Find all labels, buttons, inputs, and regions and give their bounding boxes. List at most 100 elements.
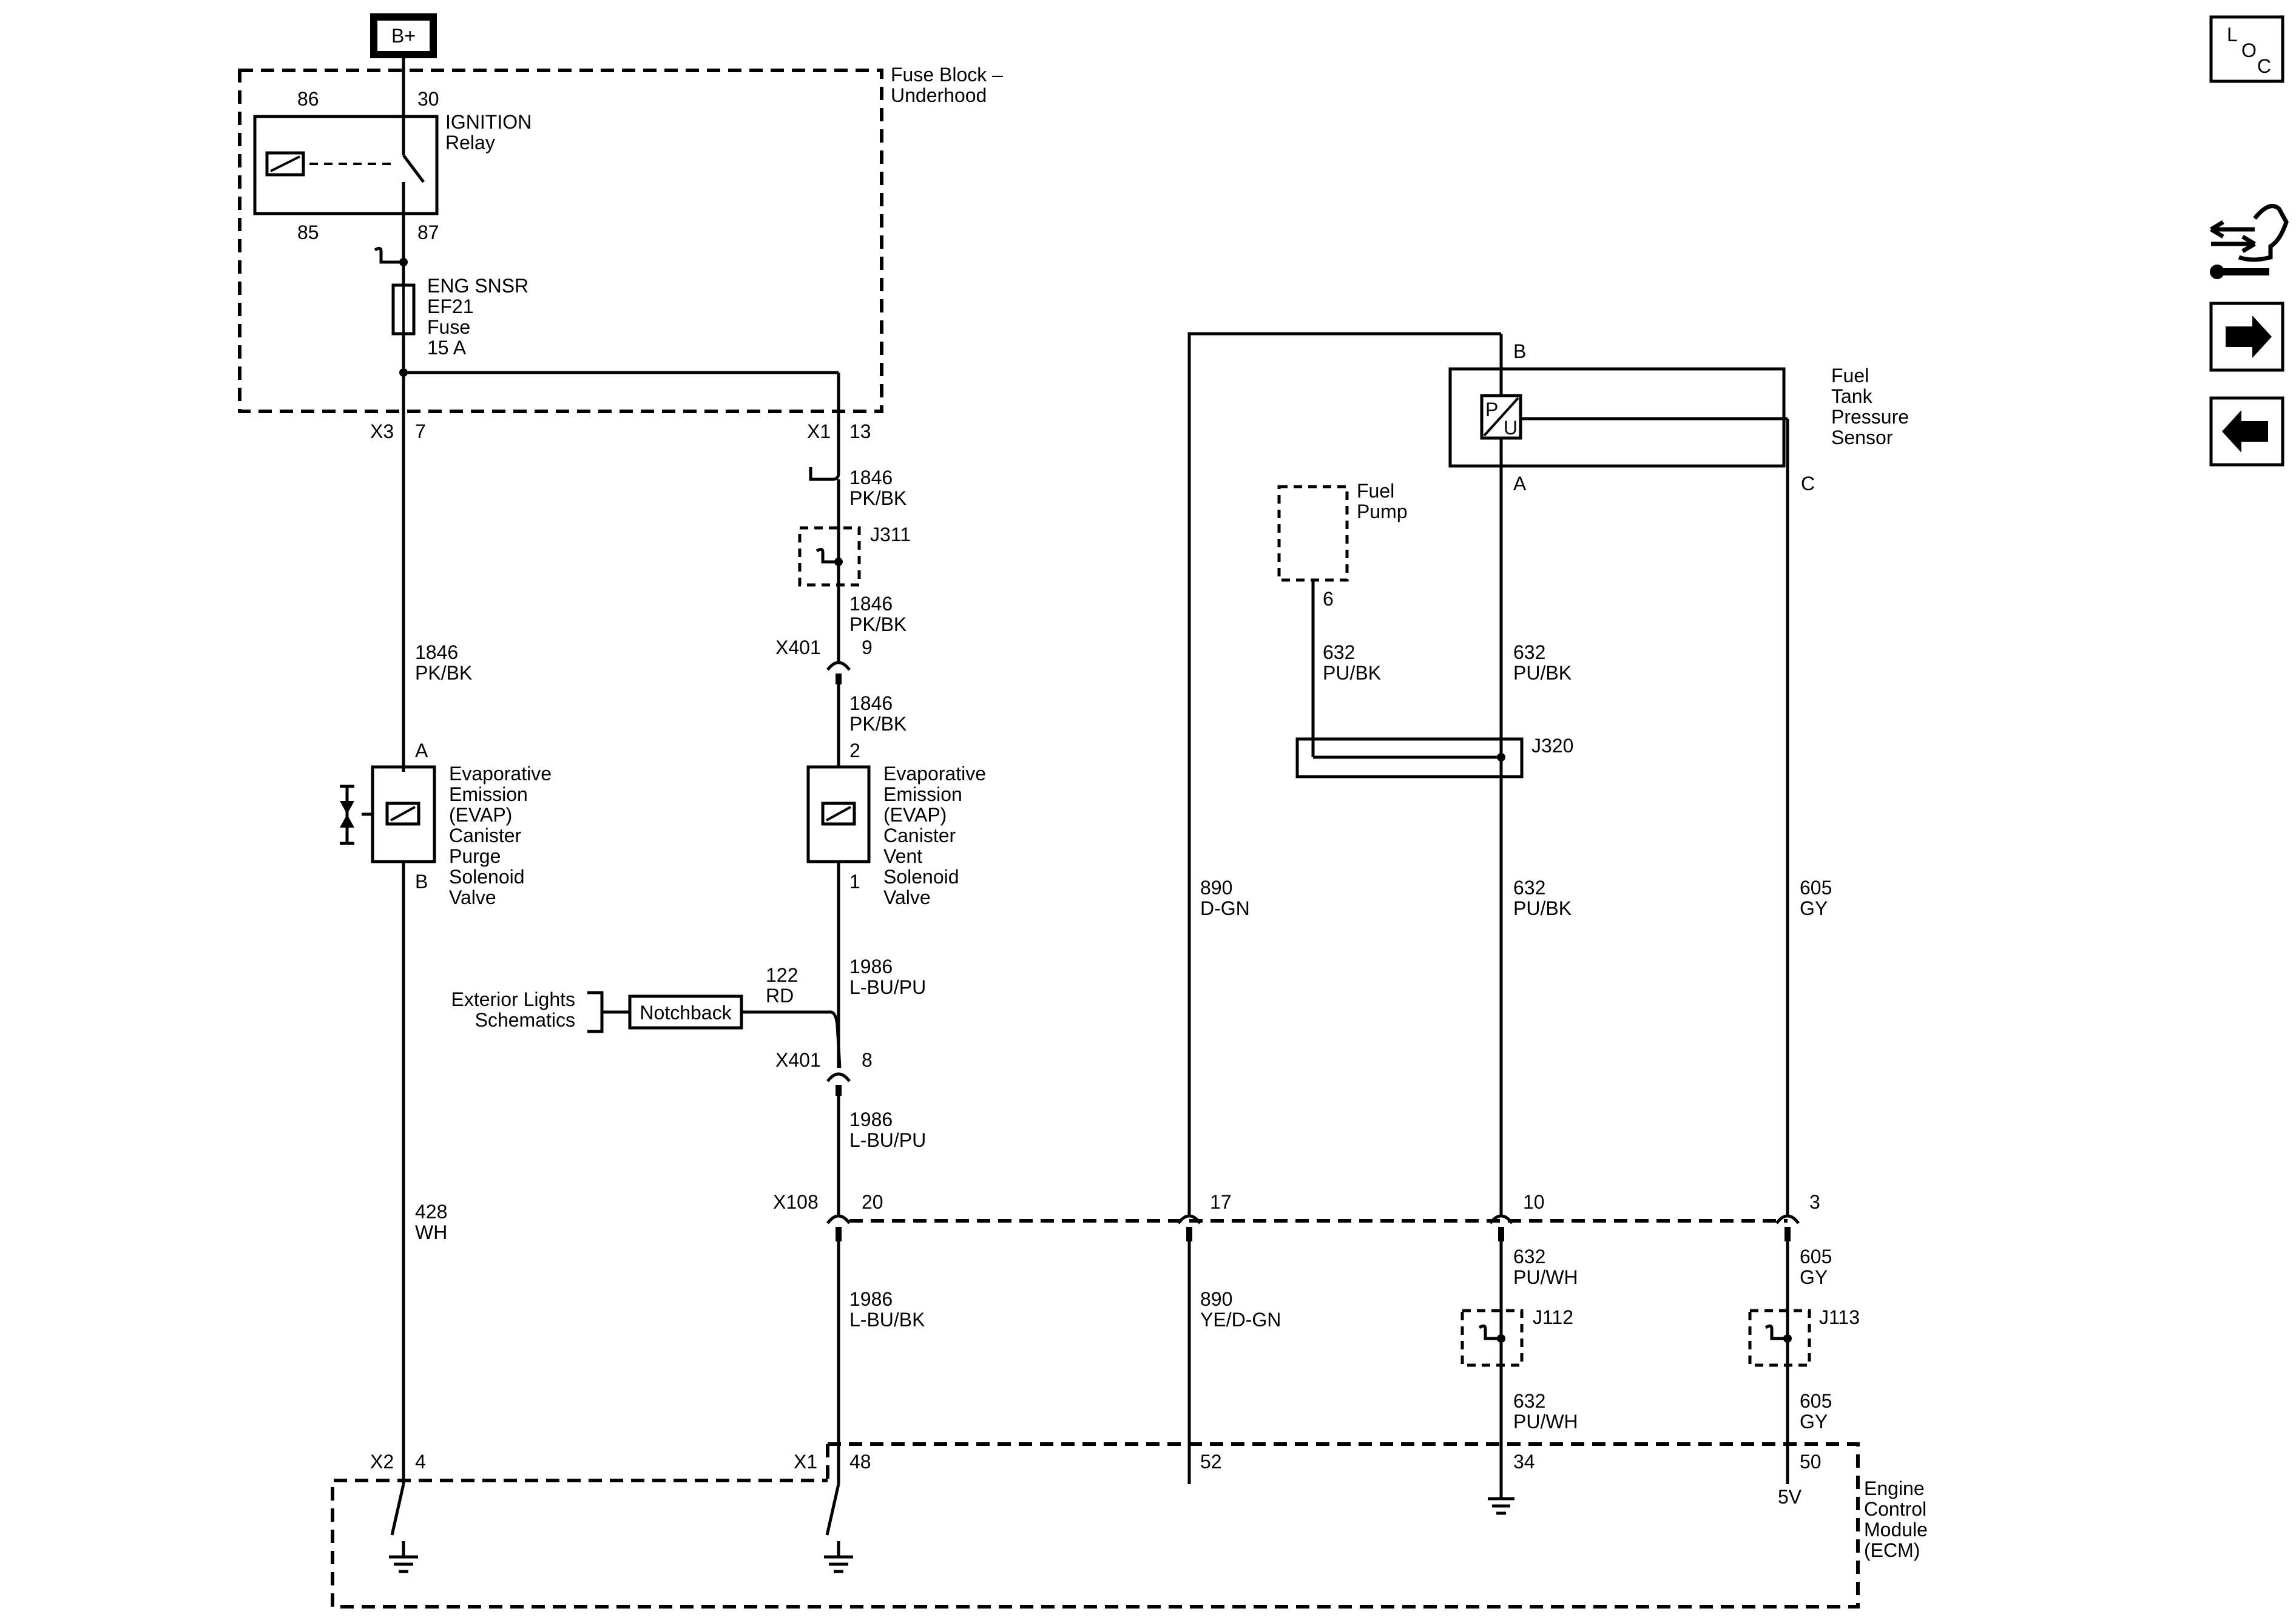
fuse-line-2: EF21 — [427, 295, 473, 317]
wire-1986-b-num: 1986 — [849, 1109, 893, 1130]
relay-pin-30: 30 — [417, 88, 439, 110]
x401-a-pin: 9 — [862, 636, 873, 658]
ignition-relay: 86 30 85 87 IGNITION Relay — [253, 88, 532, 243]
wire-1846-a-num: 1846 — [415, 641, 458, 663]
j320-label: J320 — [1531, 735, 1573, 757]
purge-label-4: Canister — [449, 825, 522, 846]
loc-c: C — [2257, 55, 2271, 77]
exterior-lights-reference[interactable]: Exterior Lights Schematics Notchback 122… — [451, 964, 842, 1068]
loc-l: L — [2227, 24, 2238, 46]
fuse-line-3: Fuse — [427, 316, 470, 338]
vent-label-7: Valve — [883, 886, 931, 908]
wire-632-c-col: PU/BK — [1513, 897, 1572, 919]
vent-label-4: Canister — [883, 825, 956, 846]
fuel-tank-pressure-sensor: P U B A C Fuel Tank Pressure Sensor — [1448, 334, 1909, 495]
sensor-pin-b: B — [1513, 340, 1526, 362]
fuel-pump-pin: 6 — [1323, 588, 1334, 610]
engine-control-module: Engine Control Module (ECM) X2 4 X1 48 5… — [331, 1442, 1928, 1609]
sensor-pin-a: A — [1513, 473, 1527, 495]
next-page-arrow-icon[interactable] — [2209, 302, 2284, 372]
vent-label-1: Evaporative — [883, 763, 986, 785]
splice-j311: J311 — [798, 524, 911, 587]
wire-1846-d-col: PK/BK — [849, 713, 907, 735]
wire-1846-b-col: PK/BK — [849, 487, 907, 509]
wire-605-c-col: GY — [1800, 1411, 1828, 1433]
x108-pin-3: 3 — [1809, 1191, 1820, 1213]
vent-label-2: Emission — [883, 783, 962, 805]
wire-632-b-num: 632 — [1323, 641, 1355, 663]
previous-page-arrow-icon[interactable] — [2209, 396, 2284, 467]
loc-icon[interactable]: L O C — [2209, 15, 2284, 83]
wire-122-col: RD — [766, 985, 794, 1007]
wire-1986-c-num: 1986 — [849, 1288, 893, 1310]
eng-snsr-fuse: ENG SNSR EF21 Fuse 15 A — [391, 275, 528, 359]
x108-pin-17: 17 — [1210, 1191, 1232, 1213]
ecm-label-2: Control — [1864, 1498, 1926, 1520]
wire-632-e-col: PU/WH — [1513, 1411, 1578, 1433]
wire-1986-a-num: 1986 — [849, 956, 893, 977]
purge-label-5: Purge — [449, 845, 501, 867]
x401-a-label: X401 — [775, 636, 821, 658]
x108-pin-20: 20 — [862, 1191, 883, 1213]
vent-label-6: Solenoid — [883, 866, 959, 888]
wire-605-c-num: 605 — [1800, 1390, 1832, 1412]
sensor-symbol-p: P — [1485, 399, 1498, 420]
wire-428-num: 428 — [415, 1201, 447, 1223]
ecm-pin-50: 50 — [1800, 1451, 1822, 1473]
wire-1846-c-num: 1846 — [849, 593, 893, 615]
x401-pin8-connector: X401 8 — [775, 1049, 873, 1096]
sensor-label-4: Sensor — [1831, 427, 1893, 448]
wire-632-a-col: PU/BK — [1513, 662, 1572, 684]
wire-1986-c-col: L-BU/BK — [849, 1309, 925, 1331]
vent-pin-2: 2 — [849, 740, 860, 761]
ecm-pin-34: 34 — [1513, 1451, 1535, 1473]
x108-label: X108 — [773, 1191, 819, 1213]
fuel-pump-label-2: Pump — [1357, 501, 1408, 522]
splice-j320: J320 — [1295, 735, 1573, 778]
purge-label-6: Solenoid — [449, 866, 525, 888]
sensor-pin-c: C — [1801, 473, 1815, 495]
fuse-line-1: ENG SNSR — [427, 275, 528, 297]
ecm-label-1: Engine — [1864, 1477, 1925, 1499]
wire-428-col: WH — [415, 1221, 447, 1243]
j113-label: J113 — [1819, 1306, 1860, 1328]
x401-pin9-connector: X401 9 — [775, 636, 873, 684]
x3-pin: 7 — [415, 420, 426, 442]
x401-b-pin: 8 — [862, 1049, 873, 1071]
notchback-label: Notchback — [640, 1002, 732, 1024]
relay-pin-86: 86 — [297, 88, 319, 110]
sensor-symbol-u: U — [1504, 417, 1518, 439]
x1-bottom-pin-48: 48 — [849, 1451, 871, 1473]
vent-label-3: (EVAP) — [883, 804, 947, 826]
x2-label: X2 — [370, 1451, 394, 1473]
fuel-pump: Fuel Pump 6 632 PU/BK — [1277, 480, 1408, 757]
battery-terminal: B+ — [370, 13, 437, 58]
fuse-block-label-1: Fuse Block – — [891, 64, 1003, 86]
wire-605-a-col: GY — [1800, 897, 1828, 919]
fuse-line-4: 15 A — [427, 337, 467, 359]
wire-605-a-num: 605 — [1800, 877, 1832, 899]
wire-1846-d-num: 1846 — [849, 692, 893, 714]
wire-1986-b-col: L-BU/PU — [849, 1129, 926, 1151]
wire-1986-a-col: L-BU/PU — [849, 976, 926, 998]
wire-890-b-col: YE/D-GN — [1200, 1309, 1281, 1331]
x1-bottom-label: X1 — [794, 1451, 817, 1473]
connector-info-icon[interactable] — [2210, 204, 2289, 279]
x401-b-label: X401 — [775, 1049, 821, 1071]
wire-122-num: 122 — [766, 964, 798, 986]
wire-632-a-num: 632 — [1513, 641, 1545, 663]
wire-1846-b-num: 1846 — [849, 467, 893, 488]
ecm-label-4: (ECM) — [1864, 1539, 1920, 1561]
exterior-lights-label-2: Schematics — [475, 1009, 575, 1031]
x1-top-label: X1 — [807, 420, 831, 442]
ecm-pin-52: 52 — [1200, 1451, 1222, 1473]
wire-890-a-num: 890 — [1200, 877, 1232, 899]
fuse-block-label-2: Underhood — [891, 84, 987, 106]
sensor-label-1: Fuel — [1831, 365, 1869, 387]
vent-label-5: Vent — [883, 845, 922, 867]
fuse-block-underhood: Fuse Block – Underhood — [238, 64, 1003, 413]
relay-name-2: Relay — [445, 132, 495, 154]
relay-name-1: IGNITION — [445, 111, 532, 133]
fuel-pump-label-1: Fuel — [1357, 480, 1394, 502]
j311-label: J311 — [870, 524, 911, 545]
